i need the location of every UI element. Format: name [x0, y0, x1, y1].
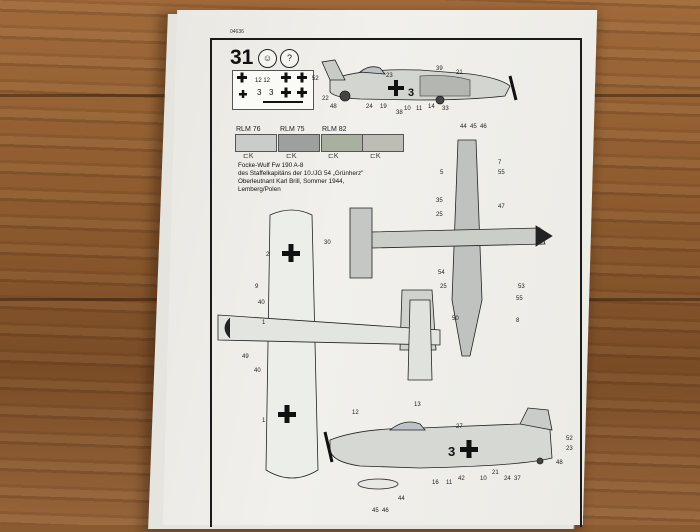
- callout-number: 16: [432, 480, 439, 486]
- side-view-top: [321, 59, 518, 105]
- callout-number: 7: [498, 160, 502, 166]
- callout-number: 39: [436, 66, 443, 72]
- check-icon: ⊏K: [370, 153, 381, 160]
- callout-number: 47: [498, 204, 505, 210]
- callout-number: 44: [460, 124, 467, 130]
- callout-number: 23: [566, 446, 573, 452]
- callout-number: 2: [266, 252, 270, 258]
- decal-icon: ☺: [258, 49, 277, 68]
- callout-number: 11: [416, 106, 423, 112]
- callout-number: 1: [262, 320, 266, 326]
- color-label: RLM 75: [280, 126, 305, 133]
- instruction-frame: [210, 38, 582, 527]
- callout-number: 5: [440, 170, 444, 176]
- callout-number: 24: [504, 476, 511, 482]
- callout-number: 38: [396, 110, 403, 116]
- callout-number: 30: [324, 240, 331, 246]
- check-icon: ⊏K: [286, 153, 297, 160]
- callout-number: 46: [480, 124, 487, 130]
- callout-number: 25: [440, 284, 447, 290]
- callout-number: 24: [366, 104, 373, 110]
- callout-number: 44: [398, 496, 405, 502]
- callout-number: 55: [498, 170, 505, 176]
- callout-number: 54: [438, 270, 445, 276]
- callout-number: 22: [322, 96, 329, 102]
- callout-number: 53: [518, 284, 525, 290]
- callout-number: 12: [352, 410, 359, 416]
- fuselage-code: 3: [408, 87, 414, 99]
- callout-number: 9: [255, 284, 259, 290]
- callout-number: 21: [492, 470, 499, 476]
- svg-text:12 12: 12 12: [255, 78, 271, 84]
- callout-number: 50: [452, 316, 459, 322]
- callout-number: 21: [456, 70, 463, 76]
- svg-text:3: 3: [257, 88, 262, 97]
- caption-line: Lemberg/Polen: [238, 186, 281, 193]
- side-view-bottom: [323, 407, 553, 490]
- callout-number: 49: [242, 354, 249, 360]
- callout-number: 40: [254, 368, 261, 374]
- callout-number: 14: [428, 104, 435, 110]
- callout-number: 37: [514, 476, 521, 482]
- caption-line: des Staffelkapitäns der 10./JG 54 „Grünh…: [238, 170, 364, 177]
- callout-number: 52: [566, 436, 573, 442]
- callout-number: 46: [382, 508, 389, 514]
- help-icon: ?: [280, 49, 299, 68]
- underside-cross: [278, 244, 300, 423]
- callout-number: 27: [456, 424, 463, 430]
- color-label: RLM 76: [236, 126, 261, 133]
- callout-number: 19: [380, 104, 387, 110]
- decal-preview: 12 12 3 3: [232, 70, 314, 110]
- callout-number: 45: [372, 508, 379, 514]
- callout-number: 10: [404, 106, 411, 112]
- callout-number: 23: [386, 73, 393, 79]
- color-label: RLM 82: [322, 126, 347, 133]
- check-icon: ⊏K: [243, 153, 254, 160]
- sheet-code: 04636: [230, 29, 244, 35]
- callout-number: 13: [414, 402, 421, 408]
- fuselage-cross: [388, 80, 404, 96]
- plan-view: [349, 139, 553, 357]
- color-swatch-rlm76: [235, 134, 277, 152]
- callout-number: 40: [258, 300, 265, 306]
- callout-number: 1: [262, 418, 266, 424]
- caption-line: Oberleutnant Karl Brill, Sommer 1944,: [238, 178, 345, 185]
- callout-number: 25: [436, 212, 443, 218]
- svg-text:3: 3: [269, 88, 274, 97]
- fuselage-code: 3: [448, 444, 455, 459]
- callout-number: 52: [312, 76, 319, 82]
- callout-number: 35: [436, 198, 443, 204]
- callout-number: 48: [330, 104, 337, 110]
- caption-line: Focke-Wulf Fw 190 A-8: [238, 162, 304, 169]
- callout-number: 11: [446, 480, 453, 486]
- callout-number: 45: [470, 124, 477, 130]
- fuselage-cross-bottom: [460, 440, 478, 458]
- callout-number: 48: [556, 460, 563, 466]
- callout-number: 42: [458, 476, 465, 482]
- callout-number: 33: [442, 106, 449, 112]
- check-icon: ⊏K: [328, 153, 339, 160]
- aircraft-caption: Focke-Wulf Fw 190 A-8 des Staffelkapitän…: [238, 162, 428, 194]
- step-number: 31: [230, 46, 254, 69]
- callout-number: 55: [516, 296, 523, 302]
- callout-number: 10: [480, 476, 487, 482]
- color-swatch-rlm75: [278, 134, 320, 152]
- color-swatch-mottle: [362, 134, 404, 152]
- underside-view: [217, 209, 441, 479]
- callout-number: 8: [516, 318, 520, 324]
